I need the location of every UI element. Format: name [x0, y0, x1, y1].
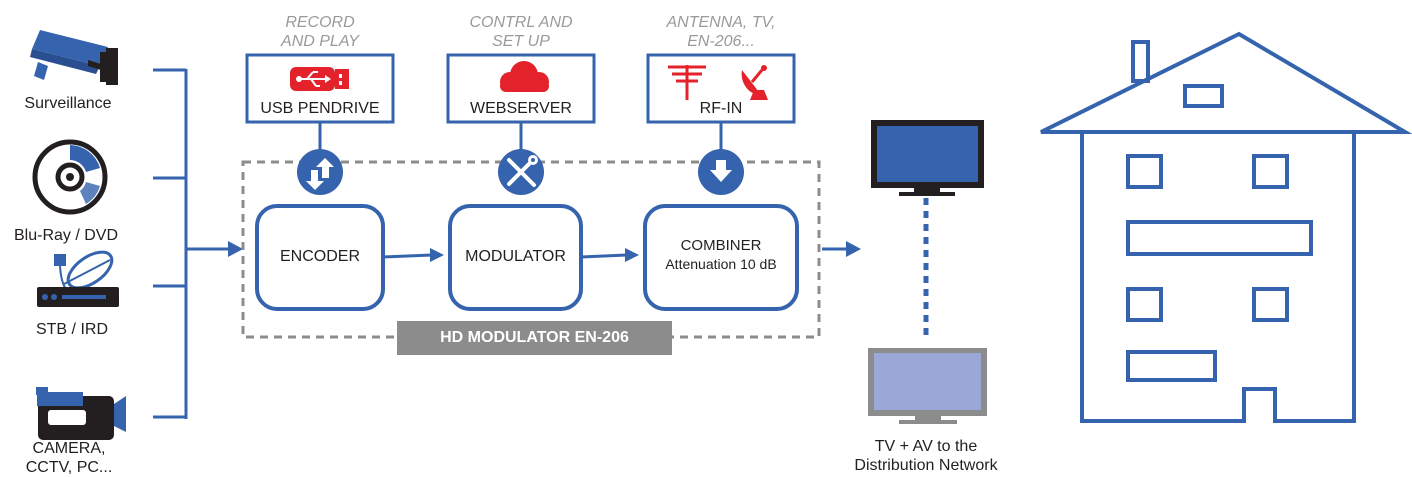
- combiner-title: COMBINER: [680, 237, 762, 254]
- combiner-block: [643, 204, 799, 311]
- modulator-block: [448, 204, 583, 311]
- output-label-line2: Distribution Network: [854, 457, 998, 474]
- rf-caption-line1: ANTENNA, TV,: [666, 14, 776, 31]
- usb-caption: RECORD AND PLAY: [250, 13, 390, 51]
- building-icon: [1040, 31, 1412, 423]
- usb-pendrive-icon: [290, 67, 349, 91]
- usb-pendrive-label: USB PENDRIVE: [260, 100, 380, 117]
- web-caption-line1: CONTRL AND: [469, 14, 573, 31]
- bidirectional-arrows-icon: [297, 149, 343, 195]
- camera-label: CAMERA, CCTV, PC...: [14, 439, 124, 477]
- combiner-subtitle: Attenuation 10 dB: [665, 256, 777, 272]
- camera-label-line2: CCTV, PC...: [25, 459, 113, 476]
- bluray-label: Blu-Ray / DVD: [13, 227, 119, 244]
- surveillance-camera-icon: [30, 30, 118, 85]
- rf-caption: ANTENNA, TV, EN-206...: [651, 13, 791, 51]
- secondary-tv-icon: [868, 348, 987, 424]
- combiner-label: COMBINER Attenuation 10 dB: [646, 236, 796, 274]
- antenna-icon: [668, 65, 706, 100]
- usb-caption-line1: RECORD: [285, 14, 355, 31]
- output-label: TV + AV to the Distribution Network: [836, 437, 1016, 475]
- web-caption: CONTRL AND SET UP: [451, 13, 591, 51]
- output-arrow: [822, 241, 861, 257]
- tools-icon: [498, 149, 544, 195]
- rf-caption-line2: EN-206...: [687, 33, 755, 50]
- device-name-banner: HD MODULATOR EN-206: [397, 321, 672, 355]
- web-caption-line2: SET UP: [492, 33, 550, 50]
- input-connectors: [318, 122, 723, 150]
- encoder-label: ENCODER: [279, 248, 360, 265]
- modulator-label: MODULATOR: [465, 248, 566, 265]
- encoder-block: [255, 204, 385, 311]
- main-tv-icon: [871, 120, 984, 196]
- camera-label-line1: CAMERA,: [32, 440, 106, 457]
- video-camera-icon: [36, 387, 126, 440]
- bluray-disc-icon: [32, 139, 108, 215]
- stb-label: STB / IRD: [35, 321, 108, 338]
- satellite-dish-icon: [741, 65, 768, 100]
- webserver-label: WEBSERVER: [470, 100, 572, 117]
- cloud-icon: [500, 61, 549, 92]
- usb-caption-line2: AND PLAY: [281, 33, 359, 50]
- source-bus: [153, 68, 228, 419]
- rf-in-label: RF-IN: [699, 100, 743, 117]
- stb-receiver-icon: [37, 250, 119, 307]
- block-arrows: [382, 248, 639, 262]
- bus-arrow: [228, 241, 243, 257]
- surveillance-label: Surveillance: [24, 95, 112, 112]
- down-arrow-icon: [698, 149, 744, 195]
- output-label-line1: TV + AV to the: [874, 438, 978, 455]
